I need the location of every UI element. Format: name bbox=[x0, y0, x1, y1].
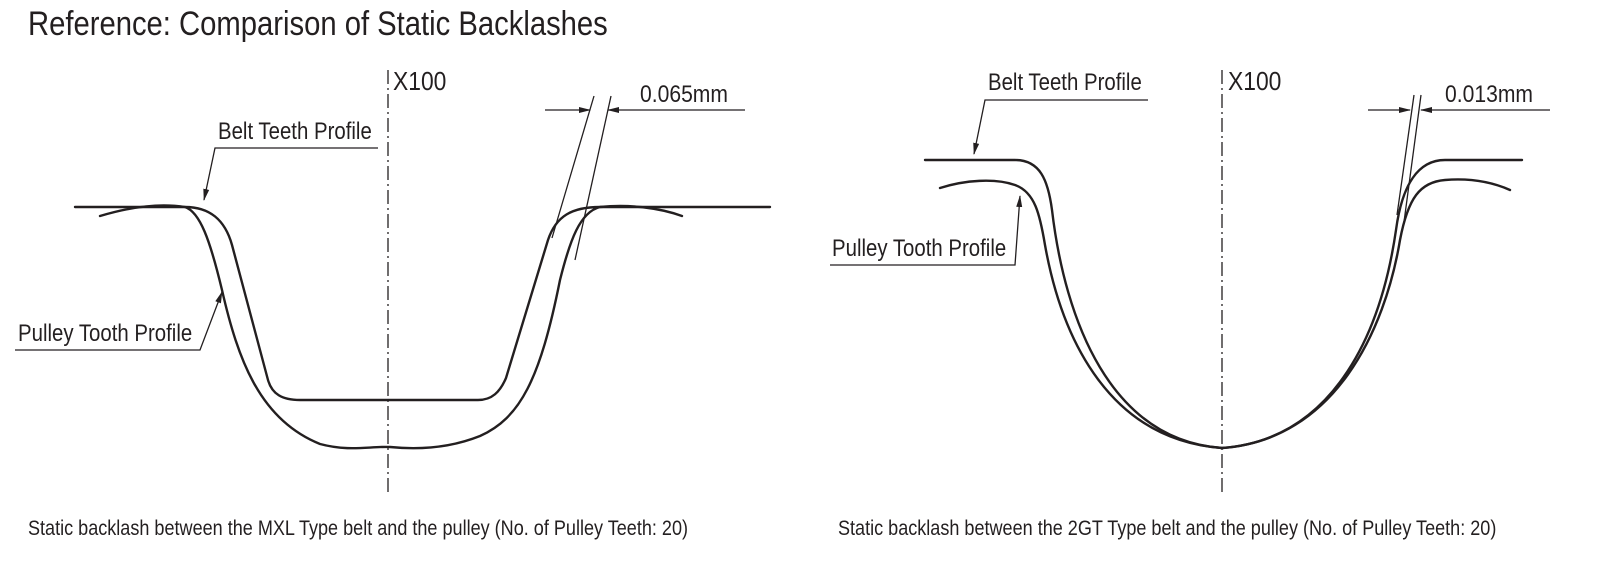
scale-label: X100 bbox=[1228, 68, 1281, 97]
dimension-line bbox=[1403, 94, 1422, 223]
pulley-label: Pulley Tooth Profile bbox=[18, 319, 192, 346]
pulley-leader bbox=[15, 291, 223, 351]
dimension-line bbox=[1396, 94, 1415, 216]
belt-leader bbox=[203, 147, 378, 201]
pulley-label: Pulley Tooth Profile bbox=[832, 234, 1006, 261]
dimension-line bbox=[551, 95, 595, 239]
belt-teeth-profile bbox=[73, 205, 772, 402]
pulley-tooth-profile bbox=[938, 178, 1512, 450]
belt-label: Belt Teeth Profile bbox=[218, 117, 372, 144]
dimension-line bbox=[574, 95, 612, 261]
backlash-value: 0.013mm bbox=[1445, 81, 1533, 108]
2gt-caption: Static backlash between the 2GT Type bel… bbox=[838, 517, 1496, 541]
pulley-tooth-profile bbox=[98, 204, 684, 450]
figure-title: Reference: Comparison of Static Backlash… bbox=[28, 4, 608, 43]
mxl-caption: Static backlash between the MXL Type bel… bbox=[28, 517, 688, 541]
belt-label: Belt Teeth Profile bbox=[988, 68, 1142, 95]
belt-leader bbox=[973, 99, 1148, 155]
backlash-value: 0.065mm bbox=[640, 81, 728, 108]
2gt-diagram: X100 0.013mm Belt Teeth Profile Pulley T… bbox=[830, 68, 1550, 541]
scale-label: X100 bbox=[393, 68, 446, 97]
mxl-diagram: X100 0.065mm Belt Teeth Profile Pulley T… bbox=[15, 68, 772, 541]
pulley-leader bbox=[830, 195, 1023, 266]
belt-teeth-profile bbox=[923, 158, 1524, 450]
